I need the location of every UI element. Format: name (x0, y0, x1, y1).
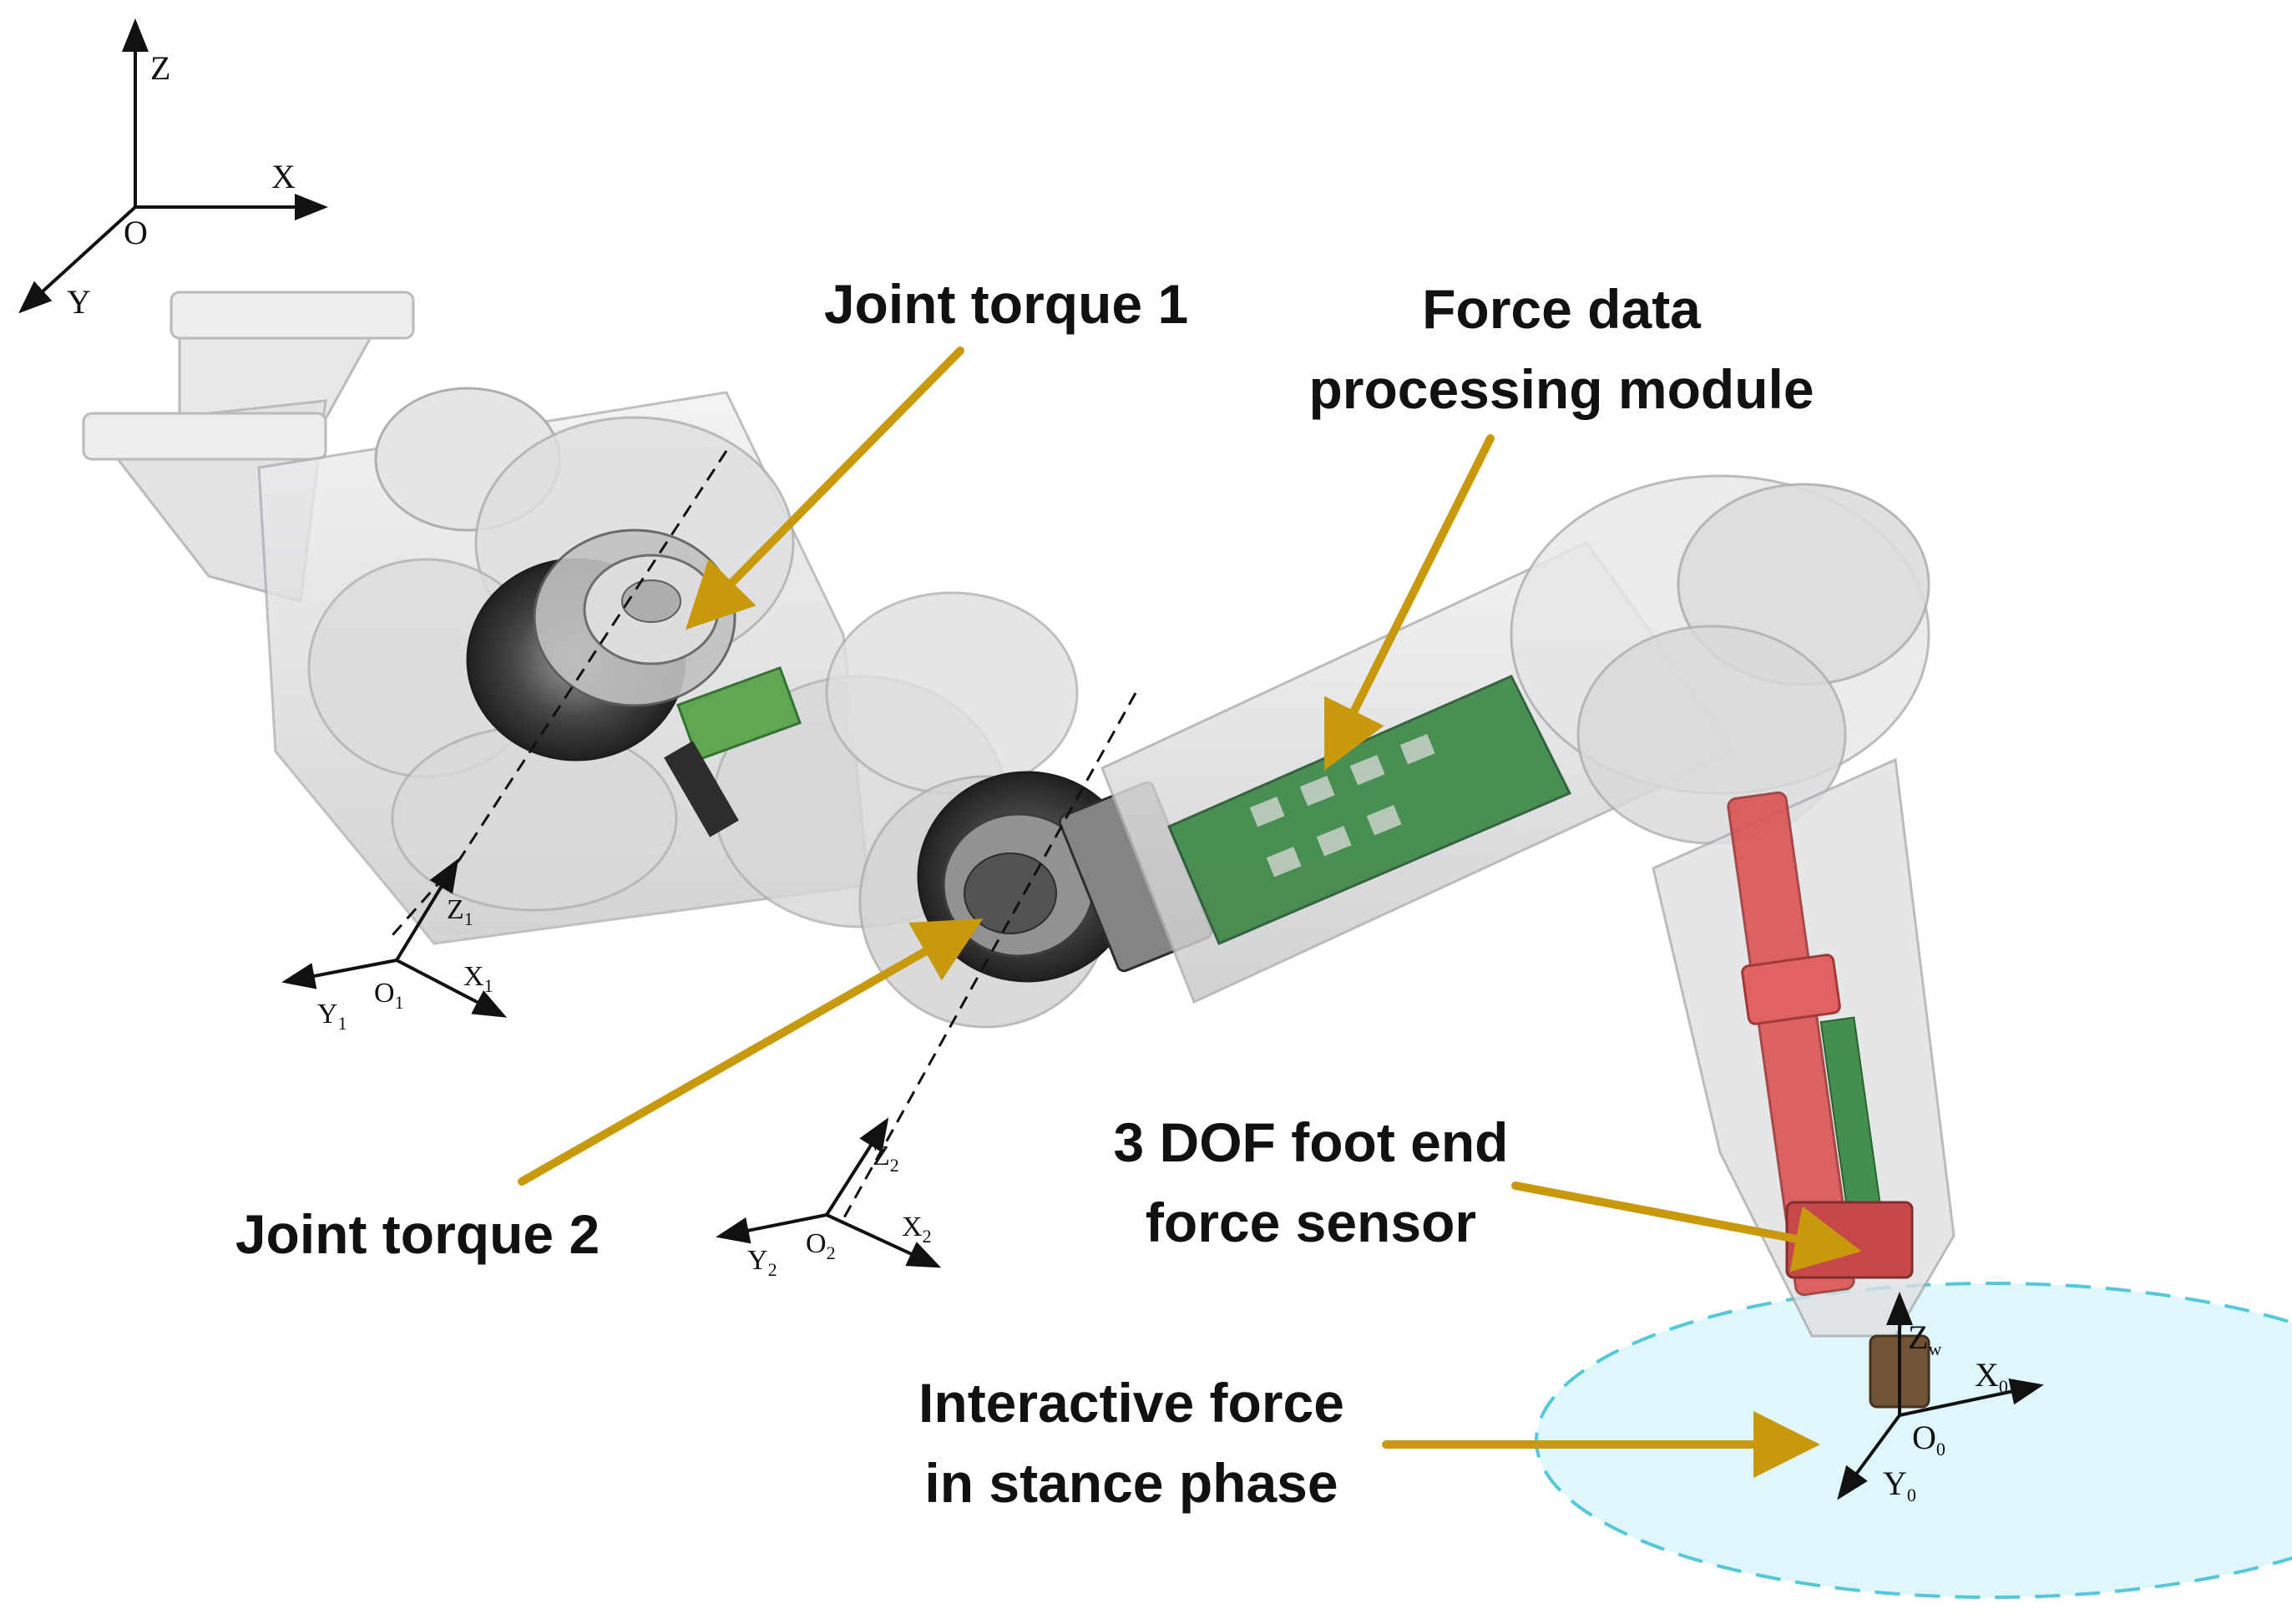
knee-joint (1510, 474, 1930, 845)
arrow-force-module (1324, 434, 1495, 771)
joint-1-frame (281, 858, 508, 1018)
frame0-x-label: X0 (1975, 1356, 2008, 1397)
label-interactive-force: Interactive force in stance phase (918, 1372, 1344, 1514)
foot-frame (1837, 1292, 2044, 1500)
arrow-joint-torque-2 (518, 918, 984, 1186)
joint-2-frame (716, 1117, 942, 1268)
frame2-origin-label: O2 (806, 1228, 836, 1263)
callout-arrows (518, 347, 1862, 1478)
label-joint-torque-1: Joint torque 1 (823, 273, 1189, 335)
force-data-pcb (1167, 675, 1572, 945)
label-foot-sensor: 3 DOF foot end force sensor (1113, 1111, 1509, 1253)
arrow-foot-sensor (1511, 1181, 1862, 1272)
world-origin-label: O (124, 214, 148, 251)
frame1-z-label: Z1 (447, 894, 473, 929)
robot-leg (82, 291, 1956, 1409)
frame2-y-label: Y2 (747, 1245, 777, 1280)
frame0-origin-label: O0 (1912, 1419, 1945, 1460)
joint-axes (391, 450, 1137, 1220)
label-joint-torque-2: Joint torque 2 (235, 1203, 600, 1265)
arrow-joint-torque-1 (685, 347, 964, 630)
frame1-x-label: X1 (463, 961, 493, 996)
foot-sensor-body (1727, 791, 1855, 1297)
label-force-data-module: Force data processing module (1308, 278, 1814, 420)
frame0-z-label: Zw (1908, 1318, 1941, 1359)
frame1-origin-label: O1 (374, 978, 404, 1013)
world-x-label: X (271, 158, 296, 195)
frame1-y-label: Y1 (317, 999, 347, 1034)
world-y-label: Y (67, 283, 91, 321)
frame0-y-label: Y0 (1883, 1465, 1916, 1505)
world-z-label: Z (150, 49, 170, 87)
world-frame (18, 18, 328, 314)
frame2-z-label: Z2 (873, 1141, 899, 1176)
frame2-x-label: X2 (902, 1212, 932, 1247)
foot-segment (1652, 757, 1956, 1409)
